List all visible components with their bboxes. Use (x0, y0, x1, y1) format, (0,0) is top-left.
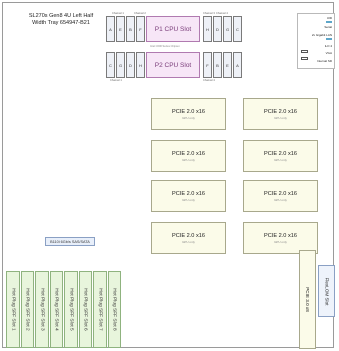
p1-cpu-slot[interactable]: P1 CPU Slot (146, 16, 200, 42)
dimm-bank-bottom-left: C G D H (106, 52, 145, 78)
flexlom-text: FlexLOM Slot (324, 277, 329, 305)
drive-slot-label: Hot Plug SFF Slot 4 (53, 288, 59, 331)
channel-label: Channel 1 (112, 12, 124, 15)
sff-drive-slot[interactable]: Hot Plug SFF Slot 1 (6, 271, 20, 348)
channel-label: Channel 2 (134, 12, 146, 15)
drive-slot-label: Hot Plug SFF Slot 1 (10, 288, 16, 331)
dimm-slot[interactable]: G (223, 16, 232, 42)
pcie-slot-note: GPU only (182, 115, 195, 120)
drive-slot-label: Hot Plug SFF Slot 5 (68, 288, 74, 331)
dimm-slot[interactable]: F (136, 16, 145, 42)
pcie-x16-slot[interactable]: PCIE 2.0 x16 GPU only (243, 140, 318, 172)
sff-drive-slot[interactable]: Hot Plug SFF Slot 2 (20, 271, 34, 348)
sata-controller[interactable]: B110i 6Gb/s SAS/SATA (45, 237, 95, 246)
pcie-x16-slot[interactable]: PCIE 2.0 x16 GPU only (243, 222, 318, 254)
pcie-slot-label: PCIE 2.0 x16 (264, 190, 297, 197)
pcie-slot-note: GPU only (274, 157, 287, 162)
internal-sd-label: Internal SD (316, 59, 332, 63)
dimm-slot[interactable]: A (233, 52, 242, 78)
vga-label: VGA (325, 51, 332, 55)
pcie-x8-slot[interactable]: PCIE 3.0 x8 (299, 250, 316, 349)
p2-cpu-slot[interactable]: P2 CPU Slot (146, 52, 200, 78)
dimm-slot[interactable]: G (116, 52, 125, 78)
dimm-bank-top-right: H D G C (203, 16, 242, 42)
motherboard-diagram: SL270s Gen8 4U Left Half Width Tray 6549… (2, 2, 335, 349)
dimm-slot[interactable]: C (233, 16, 242, 42)
sff-drive-slot[interactable]: Hot Plug SFF Slot 8 (107, 271, 121, 348)
flexlom-label: FlexLOM Slot (324, 277, 330, 305)
pcie-slot-label: PCIE 2.0 x16 (264, 232, 297, 239)
sff-drive-slot[interactable]: Hot Plug SFF Slot 7 (93, 271, 107, 348)
drive-slot-label: Hot Plug SFF Slot 3 (39, 288, 45, 331)
vga-port-icon (301, 50, 308, 53)
dimm-slot[interactable]: H (203, 16, 212, 42)
dimm-slot[interactable]: D (213, 16, 222, 42)
pcie-x8-label: PCIE 3.0 x8 (305, 287, 311, 312)
tray-title-line1: SL270s Gen8 4U Left Half (28, 13, 94, 19)
pcie-slot-note: GPU only (274, 239, 287, 244)
dimm-bank-bottom-right: F B E A (203, 52, 242, 78)
dimm-slot[interactable]: A (106, 16, 115, 42)
channel-label: Channel 4 (216, 12, 228, 15)
pcie-slot-label: PCIE 2.0 x16 (172, 108, 205, 115)
pcie-x16-slot[interactable]: PCIE 2.0 x16 GPU only (243, 180, 318, 212)
sff-drive-slot[interactable]: Hot Plug SFF Slot 4 (49, 271, 63, 348)
pcie-slot-label: PCIE 2.0 x16 (264, 150, 297, 157)
pcie-slot-note: GPU only (182, 239, 195, 244)
pcie-slot-label: PCIE 2.0 x16 (172, 190, 205, 197)
pcie-x8-text: PCIE 3.0 x8 (305, 287, 310, 312)
dimm-slot[interactable]: B (126, 16, 135, 42)
drive-slot-label: Hot Plug SFF Slot 6 (82, 288, 88, 331)
drive-slot-label: Hot Plug SFF Slot 7 (97, 288, 103, 331)
pcie-x16-slot[interactable]: PCIE 2.0 x16 GPU only (151, 222, 226, 254)
lan-label: 2x Gigabit LAN (311, 33, 332, 37)
tray-title: SL270s Gen8 4U Left Half Width Tray 6549… (15, 13, 107, 27)
drive-slot-label: Hot Plug SFF Slot 2 (24, 288, 30, 331)
channel-label: Channel 4 (203, 79, 215, 82)
dimm-slot[interactable]: C (106, 52, 115, 78)
dimm-slot[interactable]: H (136, 52, 145, 78)
dimm-bank-top-left: A E B F (106, 16, 145, 42)
dimm-slot[interactable]: E (223, 52, 232, 78)
uid-label: UID (326, 16, 332, 20)
chipset-label: Intel C600 Series Chipset (150, 45, 180, 48)
channel-label: Channel 3 (203, 12, 215, 15)
rear-io-panel: UID Serial 2x Gigabit LAN iLO 4 VGA Inte… (297, 13, 335, 69)
channel-label: Channel 1 (110, 79, 122, 82)
pcie-slot-note: GPU only (182, 157, 195, 162)
pcie-slot-note: GPU only (274, 197, 287, 202)
uid-indicator (326, 21, 332, 23)
dimm-slot[interactable]: F (203, 52, 212, 78)
serial-label: Serial (324, 25, 332, 29)
pcie-slot-label: PCIE 2.0 x16 (264, 108, 297, 115)
pcie-x16-slot[interactable]: PCIE 2.0 x16 GPU only (151, 140, 226, 172)
cpu-dimm-cluster: Channel 1 Channel 2 Channel 3 Channel 4 … (106, 12, 242, 82)
lan-indicator (326, 38, 332, 40)
pcie-slot-note: GPU only (274, 115, 287, 120)
dimm-slot[interactable]: E (116, 16, 125, 42)
pcie-slot-note: GPU only (182, 197, 195, 202)
pcie-x16-slot[interactable]: PCIE 2.0 x16 GPU only (151, 180, 226, 212)
sff-drive-slot[interactable]: Hot Plug SFF Slot 5 (64, 271, 78, 348)
sd-card-icon (301, 57, 308, 60)
drive-bay: Hot Plug SFF Slot 1 Hot Plug SFF Slot 2 … (6, 271, 121, 348)
flexlom-slot[interactable]: FlexLOM Slot (318, 265, 335, 317)
tray-title-line2: Width Tray 654947-B21 (32, 20, 90, 26)
pcie-x16-slot[interactable]: PCIE 2.0 x16 GPU only (243, 98, 318, 130)
pcie-slot-label: PCIE 2.0 x16 (172, 232, 205, 239)
drive-slot-label: Hot Plug SFF Slot 8 (111, 288, 117, 331)
ilo-label: iLO 4 (324, 44, 332, 48)
pcie-x16-slot[interactable]: PCIE 2.0 x16 GPU only (151, 98, 226, 130)
pcie-slot-label: PCIE 2.0 x16 (172, 150, 205, 157)
dimm-slot[interactable]: D (126, 52, 135, 78)
sff-drive-slot[interactable]: Hot Plug SFF Slot 3 (35, 271, 49, 348)
dimm-slot[interactable]: B (213, 52, 222, 78)
sff-drive-slot[interactable]: Hot Plug SFF Slot 6 (78, 271, 92, 348)
